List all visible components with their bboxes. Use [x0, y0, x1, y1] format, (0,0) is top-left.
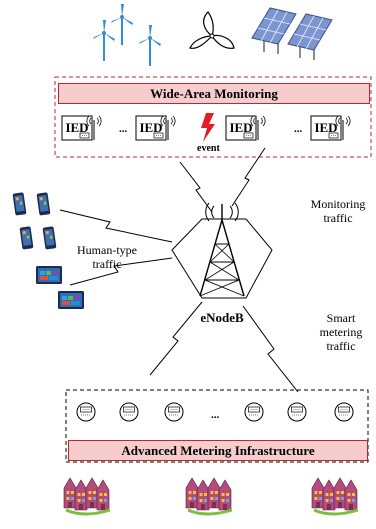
- lightning-bolt-icon: [201, 113, 215, 142]
- ied-ellipsis-left: ...: [119, 123, 128, 135]
- smart-meter-icon: [287, 402, 307, 422]
- smartphone-icon: [36, 192, 51, 216]
- ami-frame: [65, 389, 369, 463]
- smart-meter-icon: [164, 402, 184, 422]
- meter-ellipsis: ...: [211, 409, 220, 421]
- ied-label-4: IED: [314, 120, 338, 135]
- link-phones: [59, 209, 173, 243]
- wam-title: Wide-Area Monitoring: [150, 86, 278, 101]
- tablet-icon: [36, 266, 62, 284]
- smartphone-icon: [12, 192, 27, 216]
- tablet-icon: [58, 291, 84, 309]
- smart-meter-icon: [334, 402, 354, 422]
- event-label: event: [197, 143, 220, 154]
- wireless-links: [59, 147, 299, 393]
- smart-metering-traffic-label: Smart metering traffic: [319, 311, 363, 353]
- link-meter-right: [242, 305, 299, 393]
- smart-meter-icon: [244, 402, 264, 422]
- link-tablets: [69, 257, 173, 286]
- ami-banner: Advanced Metering Infrastructure: [68, 440, 368, 461]
- link-meter-left: [149, 301, 203, 376]
- wam-frame: [54, 76, 372, 158]
- house-row-icon: [312, 478, 358, 514]
- link-ied-right: [231, 147, 266, 207]
- enodeb-label: eNodeB: [200, 310, 244, 325]
- ied-label-2: IED: [139, 120, 163, 135]
- human-traffic-label: Human-type traffic: [77, 243, 137, 271]
- solar-panel-icon: [248, 7, 297, 55]
- ami-title: Advanced Metering Infrastructure: [121, 443, 315, 458]
- ied-ellipsis-right: ...: [294, 123, 303, 135]
- smartphone-icon: [19, 226, 34, 250]
- smart-meter-icon: [119, 402, 139, 422]
- renewables-group: [92, 3, 333, 67]
- monitoring-traffic-label: Monitoring traffic: [310, 197, 366, 225]
- wind-turbine-icon: [138, 24, 162, 67]
- wind-turbine-icon: [92, 19, 116, 62]
- windmill-icon: [189, 11, 235, 49]
- house-row-icon: [64, 478, 110, 514]
- smart-meter-icon: [76, 402, 96, 422]
- ied-label-1: IED: [65, 120, 89, 135]
- ied-label-3: IED: [229, 120, 253, 135]
- house-row-icon: [186, 478, 232, 514]
- smartphone-icon: [42, 226, 57, 250]
- wam-banner: Wide-Area Monitoring: [58, 83, 370, 104]
- link-ied-left: [179, 161, 213, 213]
- cell-tower-icon: [171, 202, 273, 299]
